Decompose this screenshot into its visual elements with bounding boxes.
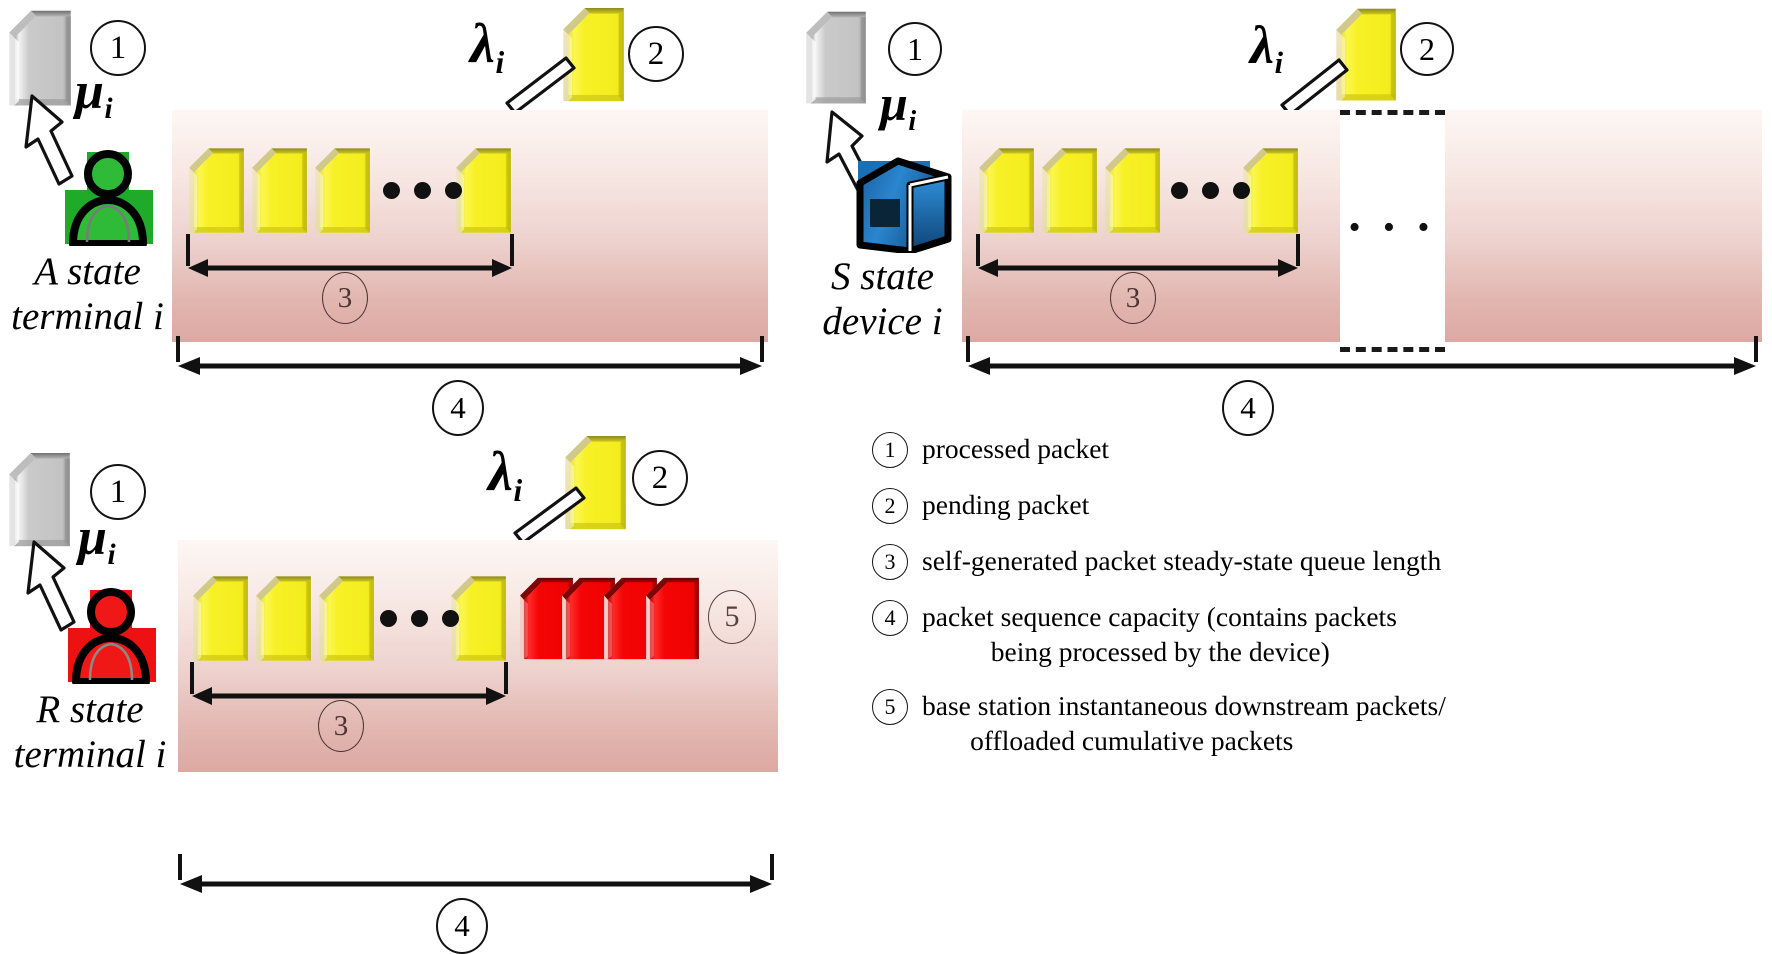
badge-downstream-packets: 5 (708, 590, 756, 644)
legend-text: processed packet (922, 433, 1110, 464)
legend-badge: 2 (872, 488, 908, 524)
queue-packet (1242, 142, 1299, 238)
service-arrow (26, 540, 76, 632)
legend: 1 processed packet 2 pending packet 3 se… (872, 432, 1752, 759)
panel-s-state-device: 1 μi S state device i λi 2 • • • (790, 0, 1772, 436)
panel-r-state-terminal: 1 μi R state terminal i λi 2 (0, 420, 790, 954)
queue-packet (255, 570, 312, 666)
badge-capacity: 4 (1222, 380, 1274, 436)
legend-item: 3 self-generated packet steady-state que… (872, 544, 1752, 580)
service-rate-label: μi (78, 508, 116, 571)
queue-packet (978, 142, 1035, 238)
mu-subscript: i (104, 92, 113, 125)
capacity-measure (178, 854, 774, 893)
queue-length-measure (186, 234, 514, 277)
queue-packet (1104, 142, 1161, 238)
queue-packet (318, 570, 375, 666)
queue-ellipsis (383, 182, 462, 199)
panel-a-state-terminal: 1 μi A state terminal i λi 2 (0, 0, 790, 436)
lambda-subscript: i (1274, 46, 1283, 81)
arrival-rate-label: λi (470, 12, 504, 80)
legend-badge: 1 (872, 432, 908, 468)
panel-r-caption: R state terminal i (13, 688, 167, 776)
mu-symbol: μ (880, 75, 908, 131)
badge-queue-length: 3 (322, 272, 368, 324)
lambda-symbol: λ (1250, 15, 1274, 75)
badge-pending-packet: 2 (1400, 22, 1454, 76)
device-server-blue-icon (856, 157, 952, 253)
arrival-rate-label: λi (488, 440, 522, 508)
badge-processed-packet: 1 (888, 22, 942, 76)
lambda-subscript: i (495, 44, 505, 80)
service-arrow (24, 94, 74, 186)
queue-packet (192, 570, 249, 666)
legend-text: self-generated packet steady-state queue… (922, 545, 1442, 576)
legend-badge: 4 (872, 600, 908, 636)
processed-packet-icon (805, 6, 867, 108)
panel-s-caption: S state device i (822, 255, 943, 343)
mu-subscript: i (107, 538, 116, 571)
processed-packet-icon (8, 448, 71, 550)
badge-processed-packet: 1 (90, 464, 146, 520)
queue-continuation-dashed-box: • • • (1340, 110, 1445, 352)
terminal-actor-green-icon (65, 150, 153, 246)
queue-ellipsis (1171, 182, 1250, 199)
badge-queue-length: 3 (1110, 272, 1156, 324)
legend-item: 5 base station instantaneous downstream … (872, 689, 1752, 758)
legend-item: 4 packet sequence capacity (contains pac… (872, 600, 1752, 669)
queue-packet (188, 142, 245, 238)
lambda-symbol: λ (488, 441, 513, 503)
lambda-symbol: λ (470, 13, 495, 75)
legend-text: base station instantaneous downstream pa… (922, 690, 1446, 756)
legend-badge: 5 (872, 689, 908, 726)
queue-length-measure (190, 662, 508, 705)
legend-text: pending packet (922, 489, 1090, 520)
badge-capacity: 4 (432, 380, 484, 436)
badge-capacity: 4 (436, 898, 488, 954)
downstream-packet (645, 570, 700, 666)
badge-queue-length: 3 (318, 700, 364, 752)
legend-text: packet sequence capacity (contains packe… (922, 601, 1397, 667)
badge-processed-packet: 1 (90, 20, 146, 76)
legend-item: 1 processed packet (872, 432, 1752, 468)
queue-packet (314, 142, 371, 238)
lambda-subscript: i (513, 472, 523, 508)
legend-badge: 3 (872, 544, 908, 580)
arrival-rate-label: λi (1250, 14, 1283, 80)
terminal-actor-red-icon (68, 588, 156, 684)
mu-subscript: i (908, 105, 917, 137)
badge-pending-packet: 2 (632, 450, 688, 506)
capacity-measure (176, 336, 764, 375)
mu-symbol: μ (78, 509, 107, 566)
queue-length-measure (976, 234, 1300, 277)
service-rate-label: μi (75, 62, 113, 125)
legend-item: 2 pending packet (872, 488, 1752, 524)
capacity-measure (966, 336, 1758, 375)
queue-packet (1041, 142, 1098, 238)
badge-pending-packet: 2 (628, 26, 684, 82)
queue-packet (251, 142, 308, 238)
queue-ellipsis (380, 610, 459, 627)
mu-symbol: μ (75, 63, 104, 120)
continuation-dots: • • • (1348, 209, 1437, 246)
service-rate-label: μi (880, 74, 916, 137)
panel-a-caption: A state terminal i (11, 250, 164, 338)
queue-packet (455, 142, 512, 238)
